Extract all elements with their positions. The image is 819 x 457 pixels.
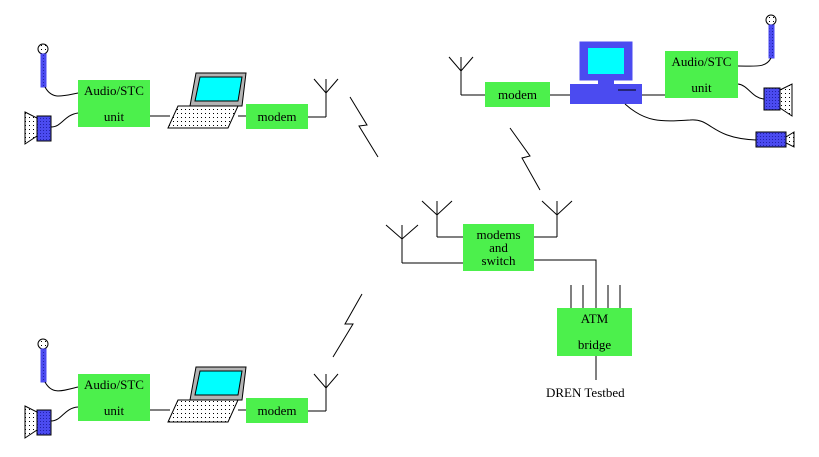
modem-bottom-left: modem: [246, 398, 308, 423]
unit-label: unit: [103, 108, 125, 124]
headset-icon: [755, 131, 795, 148]
audio-stc-unit-top-right: Audio/STC unit: [665, 51, 738, 98]
speaker-icon: [24, 111, 52, 145]
station-top-left: [24, 43, 379, 158]
audio-stc-unit-top-left: Audio/STC unit: [78, 80, 150, 127]
audio-cables: [44, 381, 79, 422]
switch-label-line2: and: [489, 240, 508, 255]
antenna-icon: [385, 224, 419, 263]
switch-label-line3: switch: [481, 253, 516, 268]
laptop-icon: [167, 72, 247, 129]
unit-label: unit: [691, 79, 712, 95]
audio-cables: [44, 86, 79, 128]
radio-link-icon: [509, 127, 541, 191]
audio-stc-label: Audio/STC: [84, 82, 144, 98]
microphone-icon: [765, 14, 777, 59]
modem-label: modem: [257, 108, 297, 124]
modems-and-switch: modems and switch: [463, 224, 534, 271]
antenna-icon: [541, 200, 573, 237]
radio-link-icon: [332, 293, 363, 358]
bridge-label: bridge: [577, 337, 612, 352]
switch-label-line1: modems: [476, 227, 521, 242]
unit-label: unit: [103, 402, 125, 418]
dren-testbed-label: DREN Testbed: [546, 385, 625, 400]
audio-stc-unit-bottom-left: Audio/STC unit: [78, 374, 150, 421]
audio-stc-label: Audio/STC: [671, 53, 732, 69]
modem-label: modem: [257, 402, 297, 418]
audio-stc-label: Audio/STC: [84, 376, 144, 392]
modem-label: modem: [498, 86, 537, 102]
radio-link-icon: [349, 96, 379, 158]
microphone-icon: [37, 43, 49, 88]
central-hub: [385, 200, 621, 380]
modem-top-right: modem: [485, 82, 550, 107]
antenna-icon: [313, 78, 339, 117]
speaker-icon: [24, 405, 52, 439]
atm-bridge: ATM bridge: [557, 308, 632, 356]
desktop-computer-icon: [570, 41, 642, 104]
laptop-icon: [167, 366, 247, 423]
audio-cables: [737, 57, 772, 100]
antenna-icon: [421, 200, 453, 237]
microphone-icon: [37, 338, 49, 383]
modem-top-left: modem: [246, 104, 308, 129]
station-top-right: [448, 14, 795, 191]
antenna-icon: [448, 56, 474, 95]
station-bottom-left: [24, 293, 363, 439]
speaker-icon: [763, 83, 793, 117]
antenna-icon: [313, 373, 339, 411]
atm-label: ATM: [580, 311, 609, 327]
